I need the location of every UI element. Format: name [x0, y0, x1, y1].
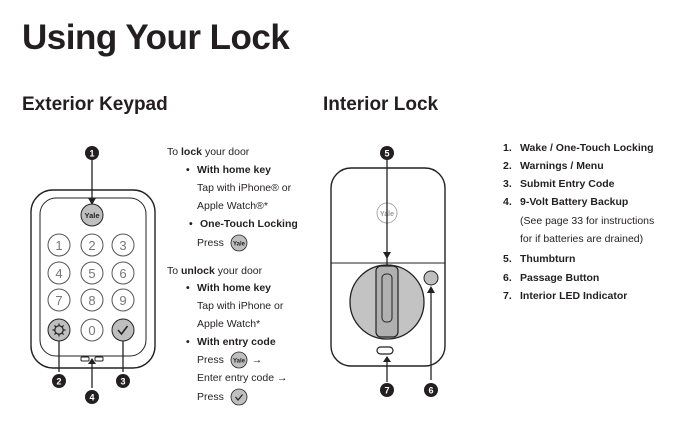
- gear-icon: [52, 323, 66, 337]
- unlock-home-key-line1: Tap with iPhone or: [197, 300, 284, 312]
- interior-lock-heading: Interior Lock: [323, 94, 439, 115]
- key-label: 1: [55, 238, 62, 253]
- svg-text:4: 4: [89, 393, 94, 403]
- lock-home-key-line2: Apple Watch®*: [197, 200, 268, 212]
- key-label: 5: [88, 266, 95, 281]
- lock-intro: To lock your door: [167, 146, 250, 158]
- key-label: 7: [55, 293, 62, 308]
- page-title: Using Your Lock: [22, 18, 290, 57]
- key-label: 0: [88, 323, 95, 338]
- lock-press: Press Yale: [197, 234, 249, 252]
- key-label: 4: [55, 266, 62, 281]
- key-7[interactable]: 7: [47, 288, 71, 312]
- key-6[interactable]: 6: [111, 261, 135, 285]
- key-label: 6: [119, 266, 126, 281]
- lock-home-key-line1: Tap with iPhone® or: [197, 182, 292, 194]
- battery-contacts: [80, 356, 104, 362]
- check-icon: [117, 325, 129, 336]
- key-label: 9: [119, 293, 126, 308]
- callout-2: 2: [52, 374, 66, 388]
- key-9[interactable]: 9: [111, 288, 135, 312]
- key-3[interactable]: 3: [111, 233, 135, 257]
- exterior-keypad-diagram: Yale 1 2 3 4 5 6 7 8 9 0 1 2 3 4: [30, 146, 156, 404]
- svg-text:6: 6: [428, 386, 433, 396]
- key-5[interactable]: 5: [80, 261, 104, 285]
- key-2[interactable]: 2: [80, 233, 104, 257]
- lock-one-touch: One-Touch Locking: [189, 217, 298, 231]
- wake-button[interactable]: Yale: [80, 203, 104, 227]
- key-8[interactable]: 8: [80, 288, 104, 312]
- svg-text:7: 7: [384, 386, 389, 396]
- unlock-press-2: Press: [197, 388, 249, 406]
- key-label: 8: [88, 293, 95, 308]
- yale-logo: Yale: [84, 211, 99, 220]
- led-indicator: [376, 346, 394, 355]
- callout-3: 3: [116, 374, 130, 388]
- passage-button[interactable]: [423, 270, 439, 286]
- unlock-intro: To unlock your door: [167, 265, 263, 277]
- svg-text:5: 5: [384, 149, 389, 159]
- svg-text:2: 2: [56, 377, 61, 387]
- callout-1: 1: [85, 146, 99, 160]
- key-4[interactable]: 4: [47, 261, 71, 285]
- submit-key[interactable]: [111, 318, 135, 342]
- svg-text:3: 3: [120, 377, 125, 387]
- unlock-press-1: Press Yale →: [197, 351, 262, 369]
- callout-6: 6: [424, 383, 438, 397]
- svg-text:Yale: Yale: [233, 242, 246, 248]
- unlock-home-key-line2: Apple Watch*: [197, 318, 261, 330]
- key-label: 3: [119, 238, 126, 253]
- svg-text:Yale: Yale: [233, 359, 246, 365]
- arrow-icon: →: [276, 372, 288, 384]
- key-1[interactable]: 1: [47, 233, 71, 257]
- key-label: 2: [88, 238, 95, 253]
- check-button-icon: [230, 388, 248, 406]
- callout-4: 4: [85, 390, 99, 404]
- lock-home-key: With home key: [186, 163, 271, 177]
- arrow-icon: →: [251, 353, 263, 366]
- callout-5: 5: [380, 146, 394, 160]
- unlock-entry-code: With entry code: [186, 335, 276, 349]
- yale-button-icon: Yale: [230, 234, 248, 252]
- interior-lock-diagram: Yale 5 6 7: [330, 146, 446, 397]
- thumbturn[interactable]: [349, 264, 425, 340]
- yale-button-icon: Yale: [230, 351, 248, 369]
- unlock-enter-code: Enter entry code →: [197, 372, 288, 384]
- key-0[interactable]: 0: [80, 318, 104, 342]
- callout-7: 7: [380, 383, 394, 397]
- unlock-home-key: With home key: [186, 281, 271, 295]
- exterior-keypad-heading: Exterior Keypad: [22, 94, 168, 115]
- svg-text:1: 1: [89, 149, 94, 159]
